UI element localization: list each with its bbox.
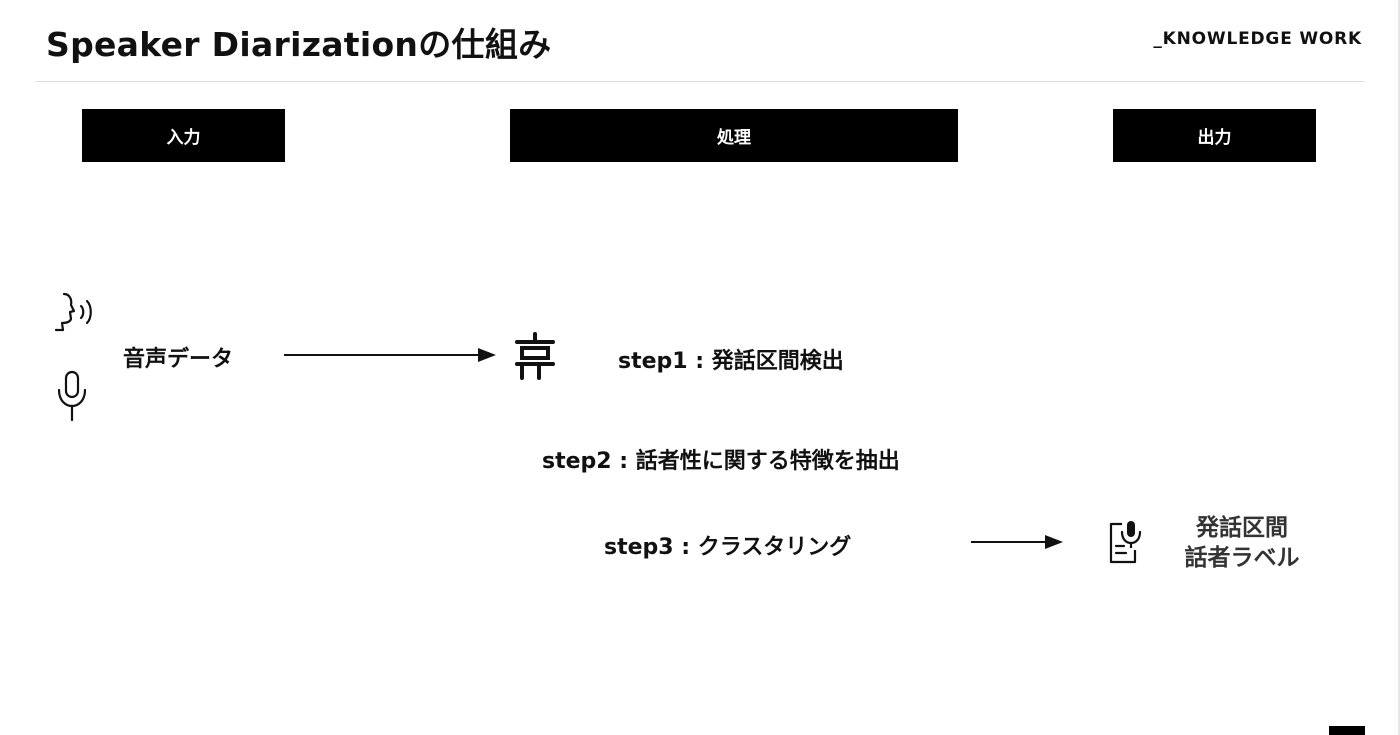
process-step2: step2 : 話者性に関する特徴を抽出 [542, 449, 900, 474]
output-label-segment: 発話区間 [1196, 515, 1288, 541]
column-header-process: 処理 [510, 109, 958, 162]
column-header-output: 出力 [1113, 109, 1316, 162]
output-label-speaker: 話者ラベル [1184, 545, 1300, 571]
transcript-document-icon [1109, 521, 1142, 564]
arrow-input-to-process-icon [284, 348, 496, 362]
page-indicator [1329, 726, 1365, 735]
segment-detection-icon [515, 332, 555, 380]
column-header-input: 入力 [82, 109, 285, 162]
process-step1: step1 : 発話区間検出 [618, 349, 844, 374]
arrow-process-to-output-icon [971, 535, 1063, 549]
process-step3: step3 : クラスタリング [604, 535, 852, 560]
input-label: 音声データ [123, 347, 234, 372]
header-divider [36, 81, 1364, 82]
slide-edge [1398, 0, 1400, 735]
speaking-head-icon [54, 292, 92, 332]
slide-title: Speaker Diarizationの仕組み [46, 25, 552, 64]
brand-logo-text: _KNOWLEDGE WORK [1153, 29, 1362, 49]
microphone-icon [57, 370, 87, 422]
